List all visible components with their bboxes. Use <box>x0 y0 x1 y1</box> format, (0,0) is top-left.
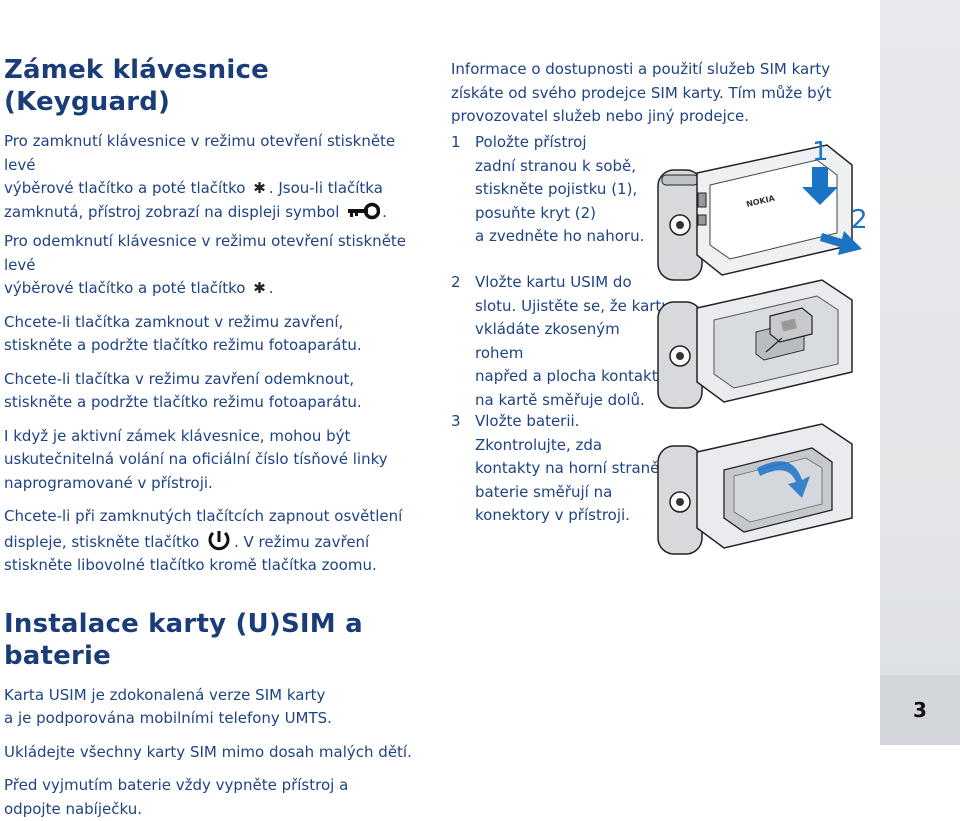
step-line: baterie směřují na <box>475 482 613 501</box>
page-number-box: 3 <box>880 675 960 745</box>
star-key-icon: ✱ <box>253 279 266 297</box>
paragraph-emergency: I když je aktivní zámek klávesnice, moho… <box>4 426 388 492</box>
paragraph-usim: Karta USIM je zdokonalená verze SIM kart… <box>4 685 332 728</box>
phone-back-cover-illustration: NOKIA <box>657 144 862 281</box>
battery-insert-illustration <box>657 423 853 555</box>
paragraph-lock-closed: Chcete-li tlačítka zamknout v režimu zav… <box>4 312 362 355</box>
key-lock-icon <box>348 202 381 219</box>
paragraph-unlock: Pro odemknutí klávesnice v režimu otevře… <box>4 230 422 301</box>
text-line: výběrové tlačítko a poté tlačítko <box>4 179 246 197</box>
text-line: displeje, stiskněte tlačítko <box>4 532 200 551</box>
left-column: Zámek klávesnice (Keyguard) Pro zamknutí… <box>4 54 422 821</box>
step-number: 1 <box>451 133 461 151</box>
step-line: slotu. Ujistěte se, že kartu <box>475 296 671 315</box>
heading-sim-battery: Instalace karty (U)SIM a baterie <box>4 608 363 671</box>
paragraph-children: Ukládejte všechny karty SIM mimo dosah m… <box>4 742 412 761</box>
step-line: vkládáte zkoseným rohem <box>475 320 620 362</box>
arrow-right-icon <box>820 231 862 255</box>
text-line: zamknutá, přístroj zobrazí na displeji s… <box>4 202 340 221</box>
paragraph-unlock-closed: Chcete-li tlačítka v režimu zavření odem… <box>4 369 362 412</box>
text-line: Pro zamknutí klávesnice v režimu otevřen… <box>4 132 396 174</box>
text-line: výběrové tlačítko a poté tlačítko <box>4 279 246 297</box>
step-line: napřed a plocha kontaktů <box>475 367 668 385</box>
page-sidebar: 3 <box>880 0 960 745</box>
text-line: Chcete-li při zamknutých tlačítcích zapn… <box>4 507 403 525</box>
step-line: a zvedněte ho nahoru. <box>475 227 645 245</box>
step-line: Položte přístroj <box>475 133 587 151</box>
step-number: 2 <box>451 273 461 291</box>
step-line: kontakty na horní straně <box>475 459 660 477</box>
step-text: Vložte kartu USIM do slotu. Ujistěte se,… <box>475 271 671 412</box>
heading-keyguard: Zámek klávesnice (Keyguard) <box>4 55 269 117</box>
paragraph-lock: Pro zamknutí klávesnice v režimu otevřen… <box>4 130 422 224</box>
step-line: Vložte baterii. <box>475 412 580 430</box>
arrow-down-icon <box>802 167 838 205</box>
sim-insert-illustration <box>657 279 853 409</box>
step-line: konektory v přístroji. <box>475 506 630 524</box>
power-key-icon <box>208 530 230 550</box>
step-1: 1 Položte přístroj zadní stranou k sobě,… <box>451 131 651 251</box>
step-line: Zkontrolujte, zda <box>475 435 603 454</box>
star-key-icon: ✱ <box>253 179 266 197</box>
text-line: . <box>382 202 387 221</box>
page-number: 3 <box>913 698 927 722</box>
paragraph-battery-warning: Před vyjmutím baterie vždy vypněte příst… <box>4 776 349 818</box>
step-2: 2 Vložte kartu USIM do slotu. Ujistěte s… <box>451 271 671 409</box>
paragraph-sim-info: Informace o dostupnosti a použití služeb… <box>451 60 832 125</box>
callout-2: 2 <box>851 205 868 235</box>
text-line: Pro odemknutí klávesnice v režimu otevře… <box>4 232 407 274</box>
text-line: . V režimu zavření <box>233 532 370 551</box>
step-line: na kartě směřuje dolů. <box>475 390 645 409</box>
step-text: Vložte baterii. Zkontrolujte, zda kontak… <box>475 410 659 528</box>
step-line: Vložte kartu USIM do <box>475 273 632 291</box>
callout-1: 1 <box>812 137 829 167</box>
text-line: stiskněte libovolné tlačítko kromě tlačí… <box>4 556 377 574</box>
step-line: posuňte kryt (2) <box>475 203 597 222</box>
right-column: Informace o dostupnosti a použití služeb… <box>451 58 871 129</box>
step-line: zadní stranou k sobě, <box>475 156 637 175</box>
step-text: Položte přístroj zadní stranou k sobě, s… <box>475 131 644 249</box>
text-line: . <box>268 279 274 297</box>
step-line: stiskněte pojistku (1), <box>475 180 638 198</box>
insert-arrow-icon <box>757 461 810 498</box>
paragraph-backlight: Chcete-li při zamknutých tlačítcích zapn… <box>4 505 422 578</box>
text-line: . Jsou-li tlačítka <box>268 179 383 197</box>
step-number: 3 <box>451 412 461 430</box>
step-3: 3 Vložte baterii. Zkontrolujte, zda kont… <box>451 410 671 530</box>
